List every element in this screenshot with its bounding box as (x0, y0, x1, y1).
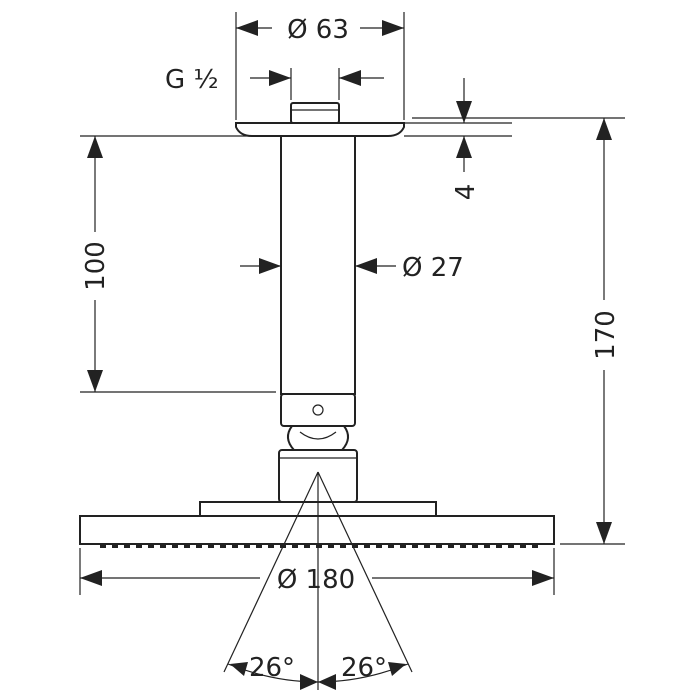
nozzle (496, 544, 502, 548)
nozzle (376, 544, 382, 548)
nozzle (364, 544, 370, 548)
dimension-arm-diameter: Ø 27 (240, 253, 464, 283)
dimension-top-diameter: Ø 63 (235, 12, 405, 120)
dimension-head-diameter: Ø 180 (79, 548, 555, 595)
nozzle (268, 544, 274, 548)
shower-head (79, 501, 555, 548)
ceiling-flange (235, 102, 405, 137)
total-height-label: 170 (591, 310, 621, 360)
dimension-total-height: 170 (412, 117, 625, 545)
shower-arm-tube (280, 135, 356, 395)
plate-thickness-label: 4 (451, 184, 481, 201)
nozzle (112, 544, 118, 548)
nozzle (412, 544, 418, 548)
nozzle (484, 544, 490, 548)
nozzle (448, 544, 454, 548)
arm-diameter-label: Ø 27 (402, 253, 464, 283)
nozzle (148, 544, 154, 548)
nozzle (304, 544, 310, 548)
head-diameter-label: Ø 180 (277, 565, 355, 595)
nozzle (100, 544, 106, 548)
tilt-right-label: 26° (341, 653, 387, 683)
nozzle (160, 544, 166, 548)
nozzle (244, 544, 250, 548)
nozzle (256, 544, 262, 548)
nozzle (328, 544, 334, 548)
nozzle (340, 544, 346, 548)
nozzle (208, 544, 214, 548)
tilt-angle-indicator: 26° 26° (223, 471, 413, 690)
nozzle (532, 544, 538, 548)
nozzle (316, 544, 322, 548)
nozzle (508, 544, 514, 548)
nozzle (460, 544, 466, 548)
nozzle (436, 544, 442, 548)
nozzle (124, 544, 130, 548)
dimension-plate-thickness: 4 (404, 78, 512, 200)
nozzle (400, 544, 406, 548)
nozzle (136, 544, 142, 548)
nozzle (220, 544, 226, 548)
arm-length-label: 100 (81, 241, 111, 291)
tilt-left-label: 26° (249, 653, 295, 683)
nozzle (196, 544, 202, 548)
top-diameter-label: Ø 63 (287, 15, 349, 45)
nozzle (232, 544, 238, 548)
nozzle (172, 544, 178, 548)
nozzle (292, 544, 298, 548)
nozzle (472, 544, 478, 548)
dimension-thread: G ½ (165, 65, 384, 100)
dimension-arm-length: 100 (80, 135, 276, 393)
nozzle (184, 544, 190, 548)
nozzle (520, 544, 526, 548)
thread-label: G ½ (165, 65, 219, 95)
nozzle (352, 544, 358, 548)
nozzle (388, 544, 394, 548)
nozzle (424, 544, 430, 548)
shower-nozzles (100, 544, 538, 548)
